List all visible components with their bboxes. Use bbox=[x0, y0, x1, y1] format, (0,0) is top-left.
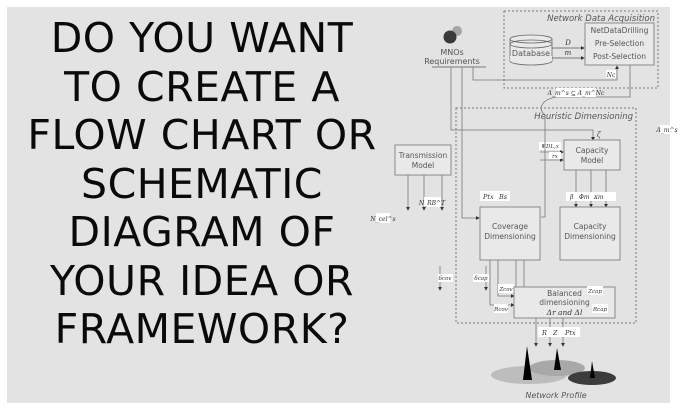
edge-label-zcap: Zcap bbox=[587, 289, 602, 295]
edge-label-ncel: N_cel^s bbox=[369, 216, 395, 223]
coverage-label-1: Coverage bbox=[492, 222, 528, 231]
database-label: Database bbox=[512, 49, 550, 58]
capacity-model-node: Capacity Model bbox=[563, 139, 621, 171]
netdata-label-2: Pre-Selection bbox=[595, 39, 644, 48]
edge-label-psi: ΨDL,x bbox=[541, 144, 560, 150]
group-heuristic-dimensioning: Heuristic Dimensioning bbox=[455, 107, 637, 324]
balanced-label-1: Balanced bbox=[547, 289, 582, 298]
edge-label-phi: Φm bbox=[579, 194, 590, 201]
edge-label-r: R bbox=[541, 329, 547, 337]
netdata-label-1: NetDataDrilling bbox=[591, 26, 649, 35]
edge-label-m: m bbox=[565, 49, 572, 57]
network-profile-label: Network Profile bbox=[525, 391, 586, 400]
edge-label-bs: Bs bbox=[498, 193, 508, 201]
edge-label-rcap: Rcap bbox=[592, 307, 608, 313]
edge-label-rcov: Rcov bbox=[493, 307, 509, 313]
capacity-model-label-2: Model bbox=[581, 156, 604, 165]
headline-line-3: FLOW CHART OR bbox=[27, 111, 377, 159]
mnos-label: MNOs bbox=[440, 48, 463, 57]
requirements-label: Requirements bbox=[424, 57, 480, 66]
coverage-label-2: Dimensioning bbox=[484, 232, 536, 241]
headline-line-4: SCHEMATIC bbox=[81, 159, 323, 208]
capacity-dim-label-1: Capacity bbox=[574, 222, 607, 231]
edge-label-dcap: δcap bbox=[474, 276, 488, 282]
balanced-label-3: Δr and Δl bbox=[546, 308, 583, 317]
mnos-icon bbox=[443, 26, 462, 44]
capacity-model-label-1: Capacity bbox=[576, 146, 609, 155]
edge-label-nc: Nc bbox=[606, 72, 616, 79]
edge-label-as-m: A_m^s bbox=[655, 127, 677, 134]
transmission-label-2: Model bbox=[412, 161, 435, 170]
capacity-dimensioning-node: Capacity Dimensioning bbox=[559, 206, 621, 261]
edge-label-ptx-out: Ptx bbox=[564, 329, 576, 337]
edge-label-nrb: N_RB^T bbox=[418, 200, 446, 207]
edge-label-kappa: κm bbox=[593, 194, 604, 201]
edge-label-d: D bbox=[564, 39, 571, 47]
headline: DO YOU WANT TO CREATE A FLOW CHART OR SC… bbox=[7, 14, 397, 354]
group-title-heuristic: Heuristic Dimensioning bbox=[534, 112, 633, 122]
headline-line-7: FRAMEWORK? bbox=[54, 305, 350, 353]
transmission-label-1: Transmission bbox=[398, 151, 448, 160]
edge-label-subset: A_m^s ⊆ A_m^Nc bbox=[547, 90, 605, 97]
edge-label-zcov: Zcov bbox=[498, 287, 513, 293]
edge-label-ptx: Ptx bbox=[482, 193, 494, 201]
balanced-label-2: dimensioning bbox=[539, 298, 590, 307]
headline-line-2: TO CREATE A bbox=[64, 62, 340, 111]
network-profile-illustration bbox=[491, 346, 616, 385]
database-node: Database bbox=[509, 34, 553, 66]
edge-label-beta: β bbox=[569, 194, 574, 201]
headline-line-1: DO YOU WANT bbox=[50, 14, 354, 62]
headline-line-5: DIAGRAM OF bbox=[68, 208, 336, 256]
netdatadrilling-node: NetDataDrilling Pre-Selection Post-Selec… bbox=[584, 22, 655, 66]
netdata-label-3: Post-Selection bbox=[593, 52, 646, 61]
group-title-acquisition: Network Data Acquisition bbox=[547, 14, 655, 24]
capacity-dim-label-2: Dimensioning bbox=[564, 232, 616, 241]
coverage-dimensioning-node: Coverage Dimensioning bbox=[479, 206, 541, 261]
transmission-model-node: Transmission Model bbox=[394, 144, 452, 176]
edge-label-dcov: δcov bbox=[439, 276, 453, 282]
edge-label-z: Z bbox=[552, 329, 558, 337]
edge-label-zeta: ζ bbox=[597, 131, 602, 139]
edge-label-rx: rx bbox=[552, 154, 559, 160]
headline-line-6: YOUR IDEA OR bbox=[49, 256, 354, 305]
